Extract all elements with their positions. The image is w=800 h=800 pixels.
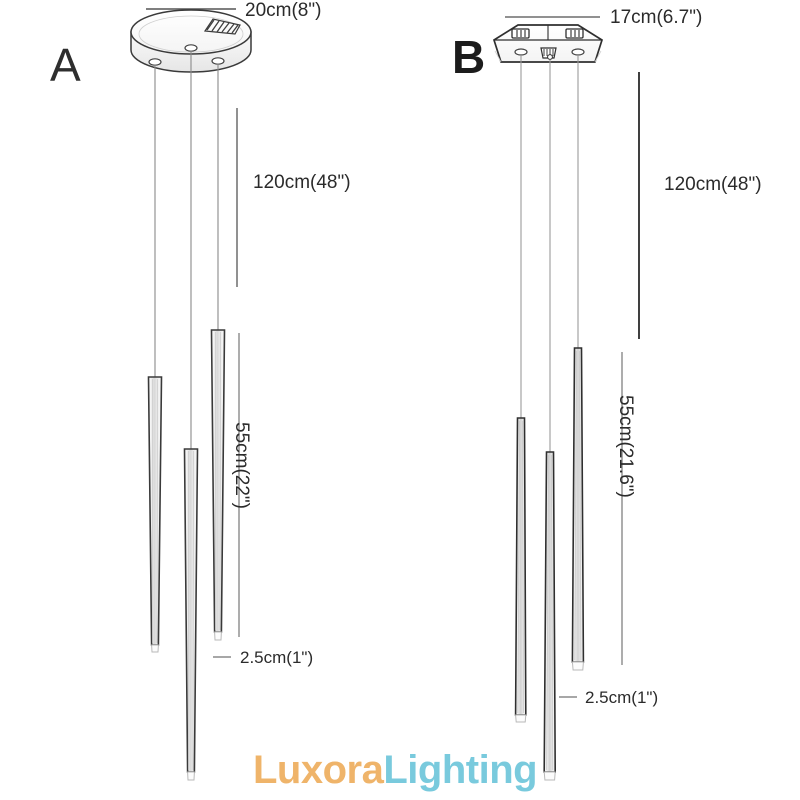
- panel-b-letter: B: [452, 31, 486, 83]
- panel-b-canopy-detail-boxes: [511, 28, 584, 39]
- panel-b-canopy: [492, 24, 604, 63]
- panel-b-cone-1: [514, 417, 527, 723]
- watermark-brand-second: Lighting: [383, 748, 538, 792]
- panel-a-cord-fittings: [148, 44, 225, 66]
- panel-a-cone-3: [210, 329, 226, 641]
- panel-a-letter: A: [50, 39, 81, 91]
- panel-a-length-label: 55cm(22"): [231, 422, 252, 509]
- brand-watermark: LuxoraLighting: [253, 748, 538, 793]
- panel-b-drop-label: 120cm(48"): [664, 174, 762, 195]
- panel-a-drop-label: 120cm(48"): [253, 172, 351, 193]
- panel-b-cone-2: [543, 451, 557, 781]
- panel-b-cords: [520, 55, 579, 452]
- panel-b-group: [492, 16, 640, 781]
- panel-b-diameter-label: 2.5cm(1"): [585, 688, 659, 707]
- panel-a-cords: [154, 51, 219, 449]
- panel-a-canopy-hatch: [206, 19, 239, 34]
- watermark-brand-first: Luxora: [253, 748, 384, 792]
- panel-b-width-label: 17cm(6.7"): [610, 7, 703, 28]
- panel-a-cone-2: [183, 448, 199, 781]
- panel-a-diameter-label: 2.5cm(1"): [240, 648, 314, 667]
- panel-b-cord-fittings: [514, 48, 585, 56]
- panel-b-canopy-knob: [540, 47, 557, 60]
- panel-a-width-label: 20cm(8"): [245, 0, 322, 21]
- panel-b-cone-3: [571, 347, 585, 671]
- panel-b-length-label: 55cm(21.6"): [615, 395, 636, 498]
- panel-a-cone-1: [147, 376, 163, 653]
- panel-a-group: [130, 8, 252, 781]
